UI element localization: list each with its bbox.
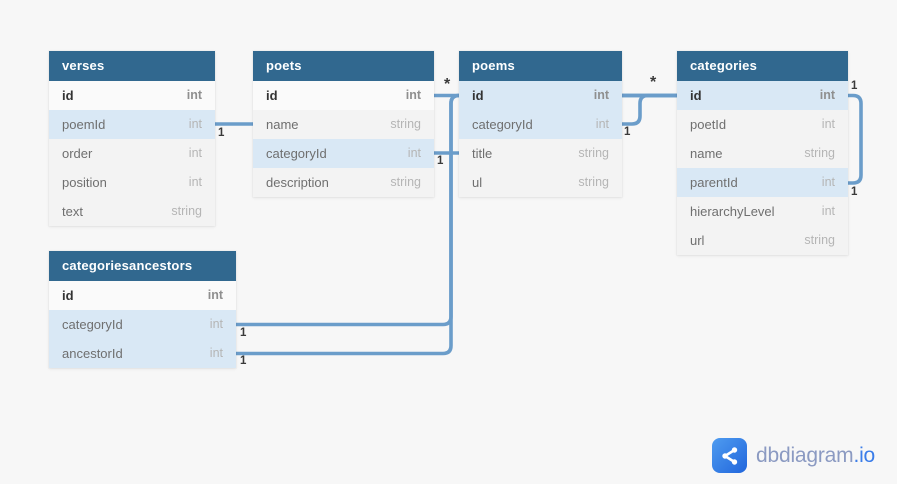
column-row[interactable]: ul string bbox=[459, 168, 622, 197]
column-type: int bbox=[188, 117, 202, 131]
column-row[interactable]: categoryId int bbox=[253, 139, 434, 168]
column-name: name bbox=[690, 146, 723, 161]
column-row[interactable]: id int bbox=[459, 81, 622, 110]
logo-text-main: dbdiagram bbox=[756, 443, 854, 467]
column-row[interactable]: categoryId int bbox=[459, 110, 622, 139]
column-type: string bbox=[804, 146, 835, 160]
column-name: id bbox=[690, 88, 702, 103]
column-row[interactable]: id int bbox=[677, 81, 848, 110]
table-verses-header[interactable]: verses bbox=[49, 51, 215, 81]
column-name: description bbox=[266, 175, 329, 190]
column-name: categoryId bbox=[266, 146, 327, 161]
column-row[interactable]: ancestorId int bbox=[49, 339, 236, 368]
table-categoriesancestors[interactable]: categoriesancestors id int categoryId in… bbox=[49, 251, 236, 368]
table-categories[interactable]: categories id int poetId int name string… bbox=[677, 51, 848, 255]
column-type: int bbox=[593, 88, 609, 102]
relationship-line-categories-self[interactable] bbox=[848, 93, 863, 185]
column-name: id bbox=[62, 88, 74, 103]
table-poets[interactable]: poets id int name string categoryId int … bbox=[253, 51, 434, 197]
column-name: poemId bbox=[62, 117, 106, 132]
column-row[interactable]: description string bbox=[253, 168, 434, 197]
column-type: int bbox=[407, 146, 421, 160]
logo-text: dbdiagram.io bbox=[756, 444, 875, 468]
column-type: int bbox=[821, 204, 835, 218]
column-name: name bbox=[266, 117, 299, 132]
cardinality-label: 1 bbox=[218, 127, 225, 139]
share-left-icon bbox=[712, 438, 747, 473]
table-poets-header[interactable]: poets bbox=[253, 51, 434, 81]
column-type: int bbox=[209, 317, 223, 331]
column-type: string bbox=[804, 233, 835, 247]
cardinality-label: * bbox=[650, 74, 657, 91]
column-name: title bbox=[472, 146, 493, 161]
table-poems[interactable]: poems id int categoryId int title string… bbox=[459, 51, 622, 197]
relationship-line-poems-categories[interactable] bbox=[622, 93, 677, 126]
cardinality-label: 1 bbox=[624, 126, 631, 138]
table-poems-header[interactable]: poems bbox=[459, 51, 622, 81]
cardinality-label: 1 bbox=[240, 355, 247, 367]
column-row[interactable]: url string bbox=[677, 226, 848, 255]
column-type: int bbox=[188, 146, 202, 160]
column-row[interactable]: text string bbox=[49, 197, 215, 226]
column-row[interactable]: poetId int bbox=[677, 110, 848, 139]
column-type: int bbox=[209, 346, 223, 360]
column-name: text bbox=[62, 204, 83, 219]
column-type: string bbox=[578, 175, 609, 189]
column-name: ancestorId bbox=[62, 346, 123, 361]
column-type: int bbox=[821, 117, 835, 131]
column-row[interactable]: position int bbox=[49, 168, 215, 197]
column-name: id bbox=[472, 88, 484, 103]
column-row[interactable]: poemId int bbox=[49, 110, 215, 139]
column-name: url bbox=[690, 233, 705, 248]
column-row[interactable]: hierarchyLevel int bbox=[677, 197, 848, 226]
column-row[interactable]: name string bbox=[253, 110, 434, 139]
column-name: id bbox=[62, 288, 74, 303]
column-name: parentId bbox=[690, 175, 738, 190]
column-type: int bbox=[207, 288, 223, 302]
cardinality-label: 1 bbox=[851, 80, 858, 92]
column-name: ul bbox=[472, 175, 483, 190]
column-type: int bbox=[188, 175, 202, 189]
column-row[interactable]: id int bbox=[49, 281, 236, 310]
logo-text-suffix: .io bbox=[853, 443, 876, 467]
column-row[interactable]: id int bbox=[49, 81, 215, 110]
column-type: string bbox=[578, 146, 609, 160]
cardinality-label: * bbox=[444, 76, 451, 93]
column-name: position bbox=[62, 175, 107, 190]
column-name: id bbox=[266, 88, 278, 103]
table-verses[interactable]: verses id int poemId int order int posit… bbox=[49, 51, 215, 226]
column-name: categoryId bbox=[62, 317, 123, 332]
column-row[interactable]: categoryId int bbox=[49, 310, 236, 339]
column-row[interactable]: order int bbox=[49, 139, 215, 168]
column-type: string bbox=[171, 204, 202, 218]
column-type: int bbox=[186, 88, 202, 102]
column-name: poetId bbox=[690, 117, 727, 132]
column-type: int bbox=[819, 88, 835, 102]
column-name: order bbox=[62, 146, 93, 161]
column-row[interactable]: name string bbox=[677, 139, 848, 168]
table-categoriesancestors-header[interactable]: categoriesancestors bbox=[49, 251, 236, 281]
column-row[interactable]: id int bbox=[253, 81, 434, 110]
cardinality-label: 1 bbox=[437, 155, 444, 167]
column-row[interactable]: parentId int bbox=[677, 168, 848, 197]
column-name: categoryId bbox=[472, 117, 533, 132]
column-name: hierarchyLevel bbox=[690, 204, 775, 219]
column-type: int bbox=[821, 175, 835, 189]
dbdiagram-logo[interactable]: dbdiagram.io bbox=[712, 438, 875, 473]
relationship-line-categoriesancestors-ancestorid[interactable] bbox=[236, 93, 677, 356]
column-type: int bbox=[405, 88, 421, 102]
column-type: string bbox=[390, 117, 421, 131]
column-row[interactable]: title string bbox=[459, 139, 622, 168]
cardinality-label: 1 bbox=[851, 186, 858, 198]
table-categories-header[interactable]: categories bbox=[677, 51, 848, 81]
column-type: string bbox=[390, 175, 421, 189]
cardinality-label: 1 bbox=[240, 327, 247, 339]
column-type: int bbox=[595, 117, 609, 131]
